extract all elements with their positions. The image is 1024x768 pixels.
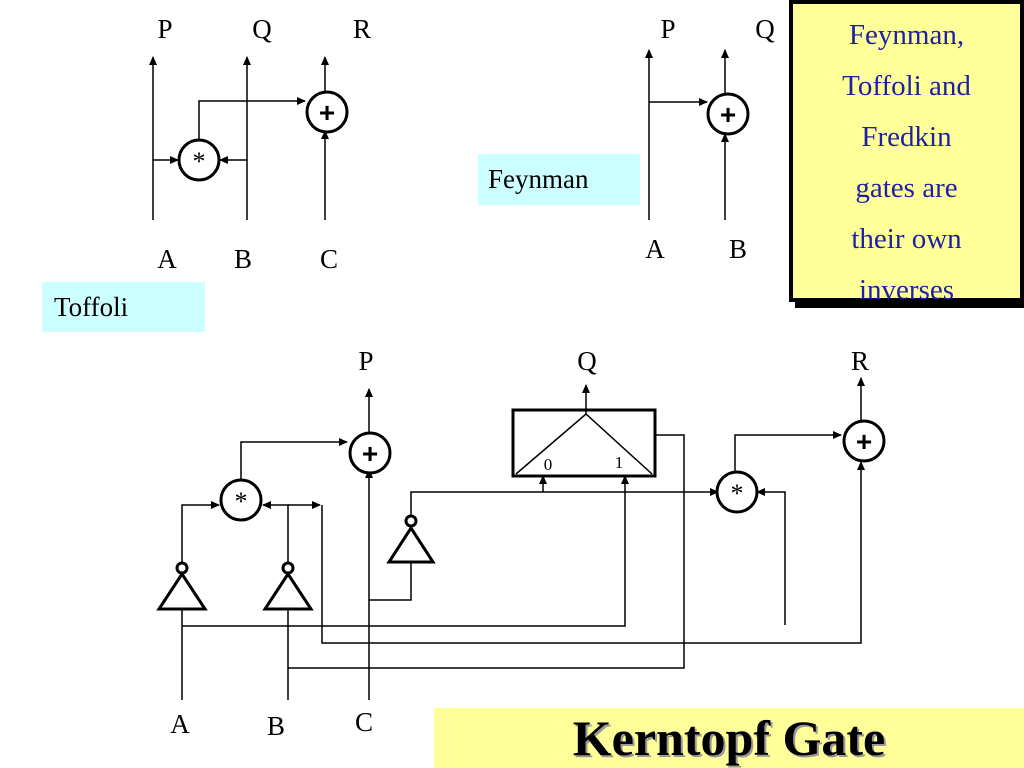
callout-line: Toffoli and [842,70,971,102]
kerntopf-mux-input-1: 1 [615,453,624,472]
callout-line: Fredkin [861,121,952,153]
kerntopf-input-a: A [170,709,190,739]
feynman-input-a: A [645,234,665,264]
kerntopf-output-r: R [851,346,869,376]
toffoli-output-r: R [353,14,371,44]
kerntopf-xor-gate-r [842,419,886,463]
toffoli-output-q: Q [252,14,272,44]
kerntopf-input-b: B [267,711,285,741]
feynman-xor-symbol: + [720,99,736,130]
kerntopf-and-symbol-left: * [235,487,248,516]
kerntopf-and-symbol-right: * [731,479,744,508]
toffoli-xor-symbol: + [319,97,335,128]
slide-title-box: Kerntopf Gate [434,708,1024,768]
callout-line: inverses [858,274,955,306]
kerntopf-inverter-a [156,571,208,611]
kerntopf-xor-symbol-r: + [856,426,872,457]
kerntopf-xor-symbol-p: + [362,438,378,469]
toffoli-input-b: B [234,244,252,274]
feynman-output-p: P [660,14,675,44]
callout-line: their own [851,223,962,255]
toffoli-output-p: P [157,14,172,44]
callout-line: Feynman, [848,19,965,51]
feynman-gate: + P Q A B [645,14,775,264]
kerntopf-inverter-b [262,571,314,611]
kerntopf-gate: 0 1 * + * + P Q R A B C [156,346,886,741]
toffoli-input-c: C [320,244,338,274]
feynman-input-b: B [729,234,747,264]
inverse-gates-callout: Feynman, Toffoli and Fredkin gates are t… [789,0,1024,306]
feynman-label: Feynman [478,154,640,205]
kerntopf-input-c: C [355,707,373,737]
kerntopf-inverter-b-bubble [281,561,295,575]
toffoli-input-a: A [157,244,177,274]
toffoli-and-gate [177,138,221,182]
kerntopf-mux-input-0: 0 [544,455,553,474]
kerntopf-inverter-c-bubble [404,514,418,528]
kerntopf-output-q: Q [577,346,597,376]
feynman-output-q: Q [755,14,775,44]
kerntopf-multiplexer [511,408,657,478]
toffoli-and-symbol: * [193,147,206,176]
toffoli-label: Toffoli [42,282,205,332]
kerntopf-output-p: P [358,346,373,376]
callout-line: gates are [855,172,958,204]
kerntopf-inverter-a-bubble [175,561,189,575]
kerntopf-and-gate-left [219,478,263,522]
feynman-xor-gate [706,92,750,136]
slide-title: Kerntopf Gate [572,710,886,766]
kerntopf-and-gate-right [715,470,759,514]
toffoli-xor-gate [305,90,349,134]
kerntopf-xor-gate-p [348,431,392,475]
toffoli-gate: * + P Q R A B C [149,14,371,274]
kerntopf-inverter-c [386,525,436,564]
